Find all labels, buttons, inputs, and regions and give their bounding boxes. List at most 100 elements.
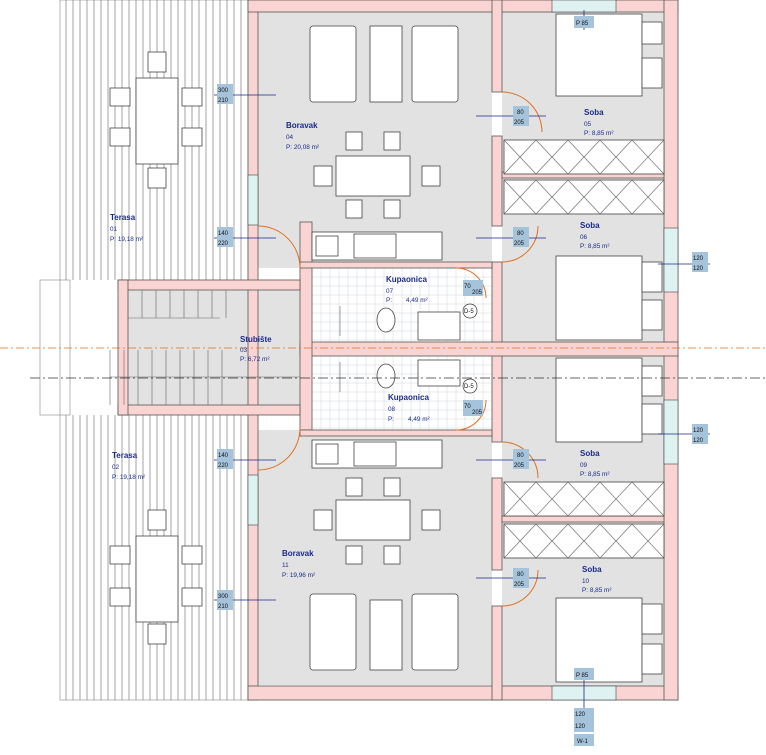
drawing-line xyxy=(503,179,537,215)
opening-tag-kup07: 70 205 xyxy=(463,280,483,296)
room-label-kupaonica-07: Kupaonica 07 P: 4,49 m² xyxy=(386,275,428,304)
drawing-line xyxy=(599,179,633,215)
svg-text:120: 120 xyxy=(575,724,586,730)
svg-text:4,49 m²: 4,49 m² xyxy=(408,416,430,423)
svg-text:Soba: Soba xyxy=(582,565,602,574)
opening-tag-soba09-win: 120 120 xyxy=(692,424,708,444)
drawing-line xyxy=(567,481,601,517)
drawing-line xyxy=(599,139,633,175)
svg-text:210: 210 xyxy=(218,604,229,610)
svg-text:P: 8,85 m²: P: 8,85 m² xyxy=(582,587,611,594)
svg-text:P: 8,85 m²: P: 8,85 m² xyxy=(584,130,613,137)
opening-tag-soba05-door: 80 205 xyxy=(513,106,529,126)
svg-text:Boravak: Boravak xyxy=(286,121,318,130)
door-tag-d5-top: D-5 xyxy=(462,303,478,319)
svg-text:120: 120 xyxy=(693,438,704,444)
svg-text:07: 07 xyxy=(386,288,394,295)
svg-text:Kupaonica: Kupaonica xyxy=(388,393,429,402)
svg-text:120: 120 xyxy=(575,712,586,718)
svg-text:Soba: Soba xyxy=(580,449,600,458)
room-label-boravak-11: Boravak 11 P: 19,96 m² xyxy=(282,549,315,579)
svg-text:D-5: D-5 xyxy=(464,384,474,390)
room-label-terasa-02: Terasa 02 P: 19,18 m² xyxy=(112,451,145,481)
svg-text:P: 6,72 m²: P: 6,72 m² xyxy=(240,356,269,363)
opening-tag-terasa01-door: 140 220 xyxy=(217,227,233,247)
walls xyxy=(117,0,679,701)
svg-text:08: 08 xyxy=(388,406,396,413)
svg-text:140: 140 xyxy=(218,231,229,237)
drawing-line xyxy=(599,523,633,559)
opening-tag-terasa02: 300 210 xyxy=(217,590,233,610)
svg-text:220: 220 xyxy=(218,241,229,247)
window-tag-top: P 85 xyxy=(574,16,594,28)
svg-text:Boravak: Boravak xyxy=(282,549,314,558)
svg-text:03: 03 xyxy=(240,347,248,354)
drawing-line xyxy=(567,523,601,559)
opening-tag-soba10-door: 80 205 xyxy=(513,568,529,588)
svg-text:120: 120 xyxy=(693,428,704,434)
bathroom-fixtures xyxy=(339,306,461,392)
opening-tag-terasa02-door: 140 220 xyxy=(217,449,233,469)
room-label-soba-09: Soba 09 P: 8,85 m² xyxy=(580,449,609,478)
svg-text:80: 80 xyxy=(517,110,524,116)
svg-text:W-1: W-1 xyxy=(577,739,589,745)
drawing-line xyxy=(535,139,569,175)
opening-tag-bottom-win: 120 120 xyxy=(574,708,594,732)
opening-tag-soba09-door: 80 205 xyxy=(513,449,529,469)
svg-text:Terasa: Terasa xyxy=(112,451,138,460)
svg-text:70: 70 xyxy=(464,284,471,290)
drawing-line xyxy=(503,139,537,175)
svg-text:Soba: Soba xyxy=(584,108,604,117)
svg-text:205: 205 xyxy=(514,120,525,126)
svg-text:4,49 m²: 4,49 m² xyxy=(406,297,428,304)
svg-text:P: 8,85 m²: P: 8,85 m² xyxy=(580,471,609,478)
drawing-line xyxy=(535,481,569,517)
svg-text:205: 205 xyxy=(514,582,525,588)
svg-text:10: 10 xyxy=(582,578,590,585)
furniture-top xyxy=(109,25,459,261)
drawing-line xyxy=(535,523,569,559)
room-label-soba-06: Soba 06 P: 8,85 m² xyxy=(580,221,609,250)
drawing-line xyxy=(631,179,665,215)
room-label-kupaonica-08: Kupaonica 08 P: 4,49 m² xyxy=(388,393,430,423)
svg-text:120: 120 xyxy=(693,256,704,262)
svg-text:P: 19,96 m²: P: 19,96 m² xyxy=(282,572,315,579)
room-label-soba-10: Soba 10 P: 8,85 m² xyxy=(582,565,611,594)
svg-text:P: 8,85 m²: P: 8,85 m² xyxy=(580,243,609,250)
opening-tag-soba06-win: 120 120 xyxy=(692,252,708,272)
svg-text:01: 01 xyxy=(110,226,118,233)
svg-text:80: 80 xyxy=(517,453,524,459)
opening-tag-terasa01: 300 210 xyxy=(217,84,233,104)
room-label-stubiste-03: Stubište 03 P: 6,72 m² xyxy=(240,335,272,363)
room-label-boravak-04: Boravak 04 P: 20,08 m² xyxy=(286,121,319,151)
svg-text:205: 205 xyxy=(514,463,525,469)
svg-text:205: 205 xyxy=(472,410,483,416)
axis-lines xyxy=(0,347,766,379)
svg-text:140: 140 xyxy=(218,453,229,459)
drawing-line xyxy=(535,179,569,215)
door-tag-d5-bottom: D-5 xyxy=(462,378,478,394)
svg-text:04: 04 xyxy=(286,134,294,141)
drawing-line xyxy=(567,179,601,215)
svg-text:Kupaonica: Kupaonica xyxy=(386,275,427,284)
svg-text:205: 205 xyxy=(472,290,483,296)
svg-text:P 85: P 85 xyxy=(576,21,589,27)
svg-text:P: 19,18 m²: P: 19,18 m² xyxy=(112,474,145,481)
svg-text:Stubište: Stubište xyxy=(240,335,272,344)
svg-text:P 85: P 85 xyxy=(576,673,589,679)
svg-text:P: 20,08 m²: P: 20,08 m² xyxy=(286,144,319,151)
svg-text:P: 19,18 m²: P: 19,18 m² xyxy=(110,236,143,243)
svg-text:P:: P: xyxy=(388,416,394,423)
drawing-line xyxy=(631,481,665,517)
wall-tag: W-1 xyxy=(574,734,594,746)
stairs xyxy=(109,290,300,405)
opening-tag-kup08: 70 205 xyxy=(463,400,483,416)
room-label-terasa-01: Terasa 01 P: 19,18 m² xyxy=(110,213,143,243)
drawing-line xyxy=(503,523,537,559)
svg-text:120: 120 xyxy=(693,266,704,272)
misc-tags: P 85 P 85 D-5 D-5 W-1 xyxy=(462,16,594,746)
svg-text:300: 300 xyxy=(218,88,229,94)
drawing-line xyxy=(567,139,601,175)
drawing-line xyxy=(631,523,665,559)
svg-text:02: 02 xyxy=(112,464,120,471)
